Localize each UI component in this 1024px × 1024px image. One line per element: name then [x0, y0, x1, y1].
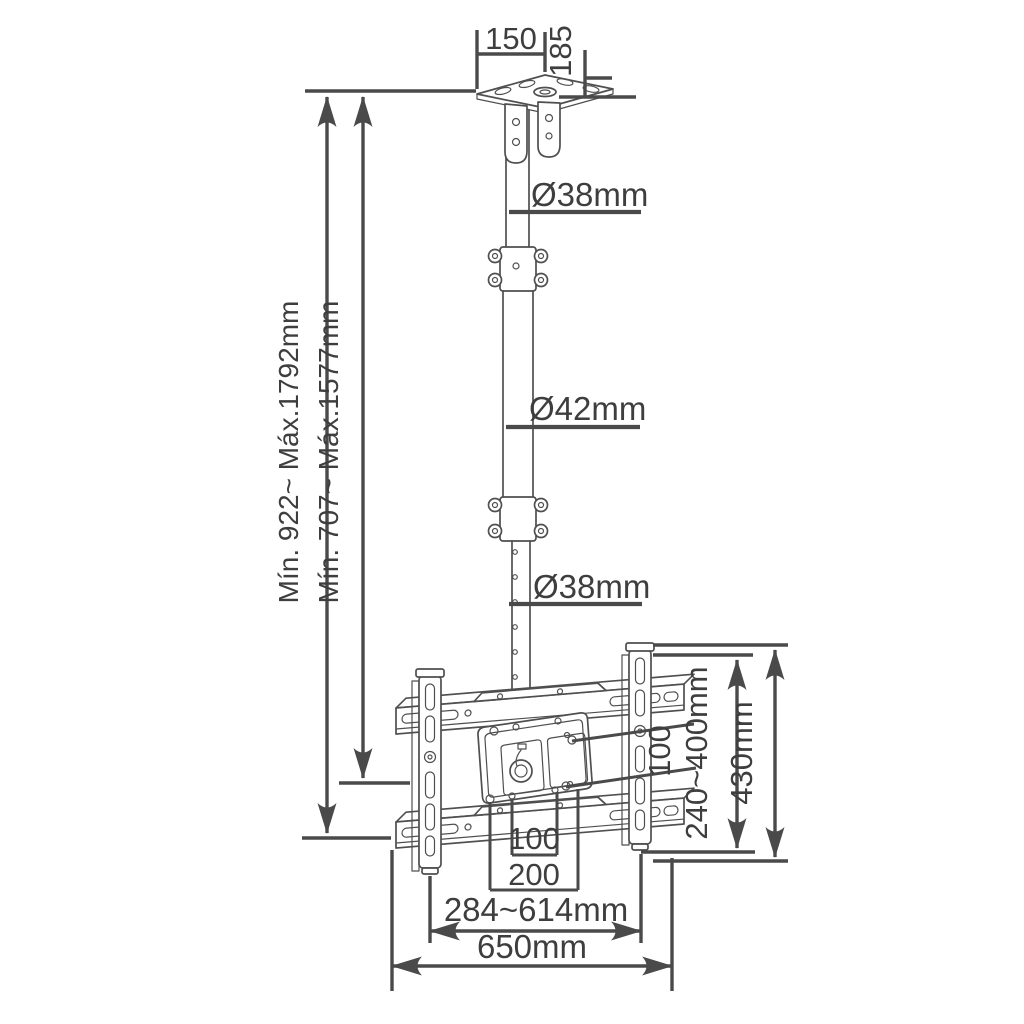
label-bracket-span: 284~614mm [444, 891, 628, 928]
dimension-labels: 150 185 Mín. 922~ Máx.1792mm Mín. 707~ M… [273, 21, 759, 965]
label-middle-tube-diameter: Ø42mm [529, 390, 646, 427]
plate-slot [518, 79, 536, 89]
clamp-bolt [487, 272, 503, 288]
clamp-bolt [533, 272, 549, 288]
bracket-slot [634, 745, 646, 773]
clamp-bolt [533, 523, 549, 539]
dim-vesa-200 [488, 789, 580, 892]
clamp-bolt [533, 248, 549, 264]
dim-height-outer [302, 96, 391, 840]
dim-bracket-span [428, 854, 643, 943]
adjustment-hole [512, 574, 518, 580]
vesa-left-panel [500, 739, 545, 796]
bracket-top-cap [625, 642, 655, 652]
locking-knob [509, 759, 533, 783]
label-lower-tube-diameter: Ø38mm [533, 568, 650, 605]
rail-hole [496, 693, 504, 700]
dimension-lines [302, 30, 788, 991]
plate-slot [582, 85, 600, 93]
adjustment-hole [512, 624, 518, 630]
bracket-slot [424, 683, 436, 711]
top-rail [395, 673, 695, 735]
adjustment-hole [512, 674, 518, 680]
ceiling-plate [476, 74, 614, 164]
bottom-rail [395, 787, 695, 849]
label-vesa-200: 200 [508, 857, 560, 892]
rail-hole [556, 688, 564, 695]
pole-hanger-right [537, 101, 561, 158]
bracket-slot [634, 657, 646, 685]
bracket-slot [634, 809, 646, 831]
label-tv-height-range: 240~400mm [679, 666, 714, 839]
dim-vesa-vertical [565, 722, 697, 789]
dim-top-depth [559, 50, 636, 99]
clamp-bolt [487, 497, 503, 513]
tv-bracket-right [621, 642, 655, 851]
label-vesa-100: 100 [508, 821, 560, 856]
label-height-outer: Mín. 922~ Máx.1792mm [273, 301, 304, 604]
bracket-slot [634, 777, 646, 805]
label-bracket-height: 430mm [724, 701, 759, 804]
lower-clamp [487, 496, 549, 542]
rail-hole [464, 709, 472, 717]
dim-vesa-100 [510, 792, 559, 857]
bracket-slot [424, 715, 436, 743]
rail-slot [663, 691, 679, 702]
dim-tv-height-range [641, 653, 755, 854]
pole-hanger-left [504, 103, 528, 164]
bracket-slot [424, 771, 436, 799]
vesa-plate [477, 712, 593, 804]
rail-slot [663, 805, 679, 816]
bracket-foot [631, 843, 649, 851]
tv-bracket-left [411, 668, 445, 875]
plate-slot [494, 86, 512, 96]
rail-hole [464, 823, 472, 831]
clamp-screw [512, 262, 520, 270]
telescopic-pole [487, 109, 549, 701]
upper-clamp [487, 246, 549, 292]
label-rail-width: 650mm [477, 928, 587, 965]
label-top-width: 150 [485, 21, 537, 56]
panel-screw [517, 743, 527, 750]
dim-top-width [475, 30, 547, 89]
bracket-top-cap [415, 668, 445, 678]
clamp-bolt [487, 523, 503, 539]
rail-hole [496, 807, 504, 814]
clamp-bolt [533, 497, 549, 513]
clamp-bolt [487, 248, 503, 264]
plate-slot [556, 78, 574, 86]
bracket-bolt [423, 750, 437, 764]
dim-bracket-height [653, 643, 788, 863]
adjustment-hole [512, 549, 518, 555]
bracket-foot [421, 867, 439, 875]
bracket-slot [424, 803, 436, 831]
label-height-inner: Mín. 707~ Máx.1577mm [313, 301, 344, 604]
swivel-hub [533, 86, 557, 98]
adjustment-hole [512, 649, 518, 655]
dim-height-inner [339, 96, 410, 785]
top-rail-step [473, 682, 607, 703]
bracket-slot [424, 835, 436, 857]
dim-rail-width [390, 850, 674, 991]
bracket-slot [634, 689, 646, 717]
bottom-rail-step [473, 796, 607, 817]
label-upper-tube-diameter: Ø38mm [531, 176, 648, 213]
label-top-depth: 185 [543, 25, 578, 77]
label-vesa-vertical: 100 [642, 725, 677, 777]
